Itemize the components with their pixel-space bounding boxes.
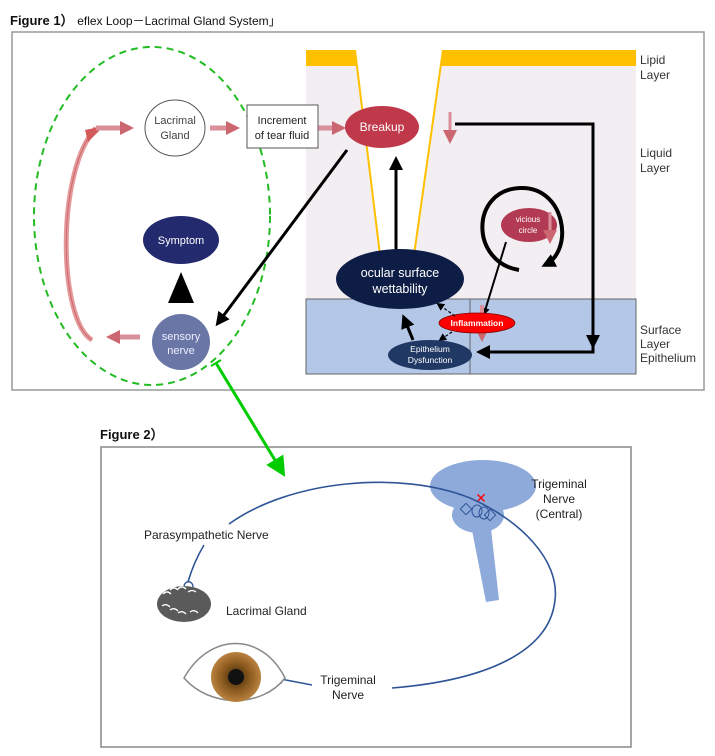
trigeminal-to-eye-path [265, 676, 283, 684]
parasympathetic-nerve-path [228, 481, 557, 689]
arrow-epithelium-to-wettability [401, 314, 415, 341]
figure1-title-label: Figure 1） [10, 13, 74, 28]
eye-synapse [263, 670, 268, 683]
lipid-layer-right [439, 50, 636, 66]
inflammation-node: Inflammation [438, 312, 516, 334]
svg-text:Inflammation: Inflammation [451, 318, 504, 328]
figure2-title: Figure 2） [100, 424, 164, 443]
arrow-inflammation-to-epithelium [438, 331, 453, 342]
lesion-mark-icon: ✕ [475, 490, 487, 506]
breakup-node: Breakup [345, 106, 419, 148]
vicious-circle-loop [480, 185, 565, 272]
arrow-breakup-to-sensory [215, 149, 349, 327]
svg-text:Symptom: Symptom [158, 235, 204, 247]
surface-layer-region [305, 298, 637, 375]
reflex-loop-boundary [33, 46, 271, 386]
lacrimal-gland-label: Lacrimal Gland [226, 604, 307, 618]
synapse-icon [459, 502, 497, 522]
figure1-title-text: eflex Loop－Lacrimal Gland System」 [77, 14, 281, 28]
parasympathetic-to-gland-path [187, 544, 205, 583]
brain-icon [430, 460, 536, 602]
symptom-triangle-arrow [168, 272, 194, 303]
loop-arrow-curve-inner [65, 127, 97, 341]
figure2-title-label: Figure 2） [100, 427, 164, 442]
gap-edge-right [413, 49, 444, 256]
svg-text:Breakup: Breakup [360, 120, 405, 134]
parasympathetic-nerve-label: Parasympathetic Nerve [144, 528, 269, 542]
gap-edge-left [354, 49, 381, 256]
figure2-frame [100, 446, 632, 748]
arrow-vicious-to-inflammation [481, 241, 507, 316]
symptom-node: Symptom [143, 216, 219, 264]
figure1-title: Figure 1） eflex Loop－Lacrimal Gland Syst… [10, 10, 281, 29]
eye-icon [183, 642, 286, 702]
lipid-layer-left [306, 50, 358, 66]
gland-synapse [183, 581, 194, 588]
lacrimal-gland-icon [157, 586, 211, 622]
arrow-breakup-to-epithelium [455, 122, 595, 359]
arrow-inflammation-to-wettability [436, 302, 456, 317]
eye-nerve-line [264, 675, 313, 686]
